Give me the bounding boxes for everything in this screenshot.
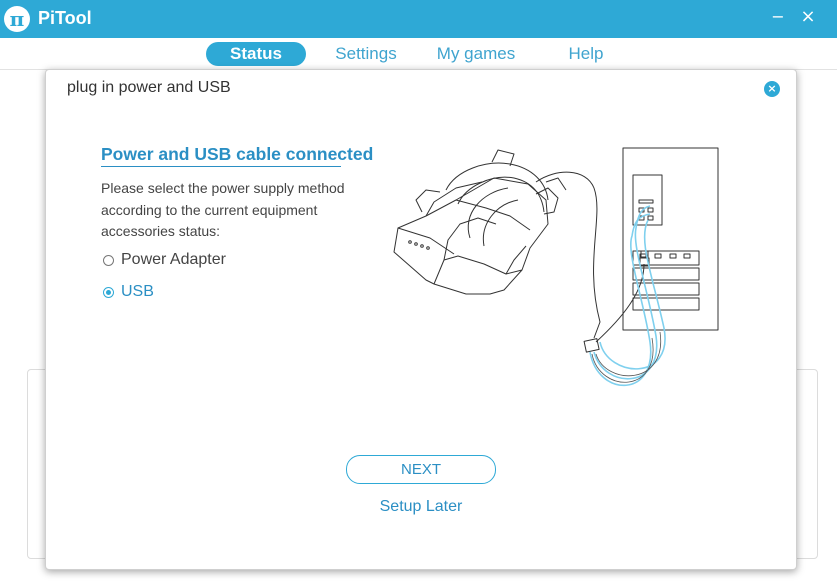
setup-dialog: plug in power and USB × Power and USB ca… — [45, 69, 797, 570]
instruction-text: Please select the power supply method ac… — [101, 180, 345, 239]
option-label: Power Adapter — [121, 251, 226, 268]
pi-logo-icon: π — [4, 6, 30, 32]
dialog-title: plug in power and USB — [67, 79, 231, 96]
next-button[interactable]: NEXT — [346, 455, 496, 484]
title-bar: π PiTool − × — [0, 0, 837, 38]
tab-help[interactable]: Help — [568, 44, 604, 63]
tab-status[interactable]: Status — [206, 42, 306, 66]
section-heading: Power and USB cable connected — [101, 144, 374, 164]
tab-settings[interactable]: Settings — [335, 44, 397, 63]
radio-power-adapter[interactable] — [103, 255, 114, 266]
minimize-button[interactable]: − — [771, 7, 785, 26]
close-window-button[interactable]: × — [800, 6, 816, 27]
vr-headset-connected-to-pc-tower — [393, 147, 719, 387]
tab-my-games[interactable]: My games — [436, 44, 516, 63]
setup-later-link[interactable]: Setup Later — [379, 498, 463, 515]
option-label: USB — [121, 283, 154, 300]
heading-underline — [101, 166, 341, 167]
radio-usb[interactable] — [103, 287, 114, 298]
logo-glyph: π — [9, 7, 25, 31]
app-title: PiTool — [38, 8, 92, 28]
dialog-close-icon[interactable]: × — [764, 81, 780, 97]
tab-bar: Status Settings My games Help — [0, 42, 837, 68]
